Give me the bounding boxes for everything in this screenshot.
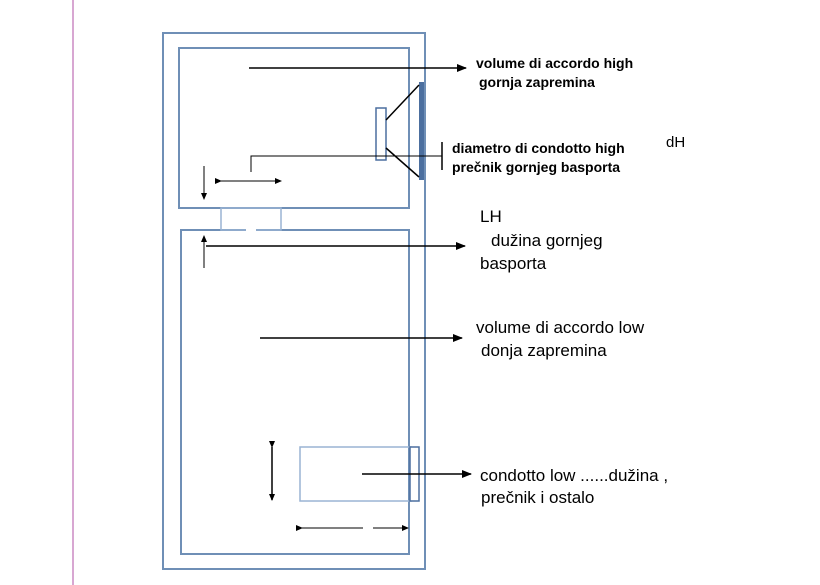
driver-cone-top-edge [385,84,420,121]
label-upper-port-diameter-2: prečnik gornjeg basporta [452,159,620,175]
label-upper-volume-2: gornja zapremina [479,74,595,90]
label-lh: LH [480,207,502,226]
driver-cone [375,107,387,161]
lower-chamber [180,229,410,555]
label-lower-port-1: condotto low ......dužina , [480,466,668,485]
label-upper-port-length-2: basporta [480,254,547,273]
label-upper-volume-1: volume di accordo high [476,55,633,71]
label-lower-port-2: prečnik i ostalo [481,488,594,507]
label-lower-volume-1: volume di accordo low [476,318,645,337]
upper-chamber [178,47,410,209]
label-upper-port-length-1: dužina gornjeg [491,231,603,250]
driver-baffle [419,82,424,180]
label-upper-port-diameter-1: diametro di condotto high [452,140,625,156]
driver-cone-bottom-edge [385,147,420,178]
label-lower-volume-2: donja zapremina [481,341,607,360]
label-dh: dH [666,134,685,151]
enclosure-outer [162,32,426,570]
leader-upper-port-diameter [250,155,442,172]
upper-port [220,207,282,231]
